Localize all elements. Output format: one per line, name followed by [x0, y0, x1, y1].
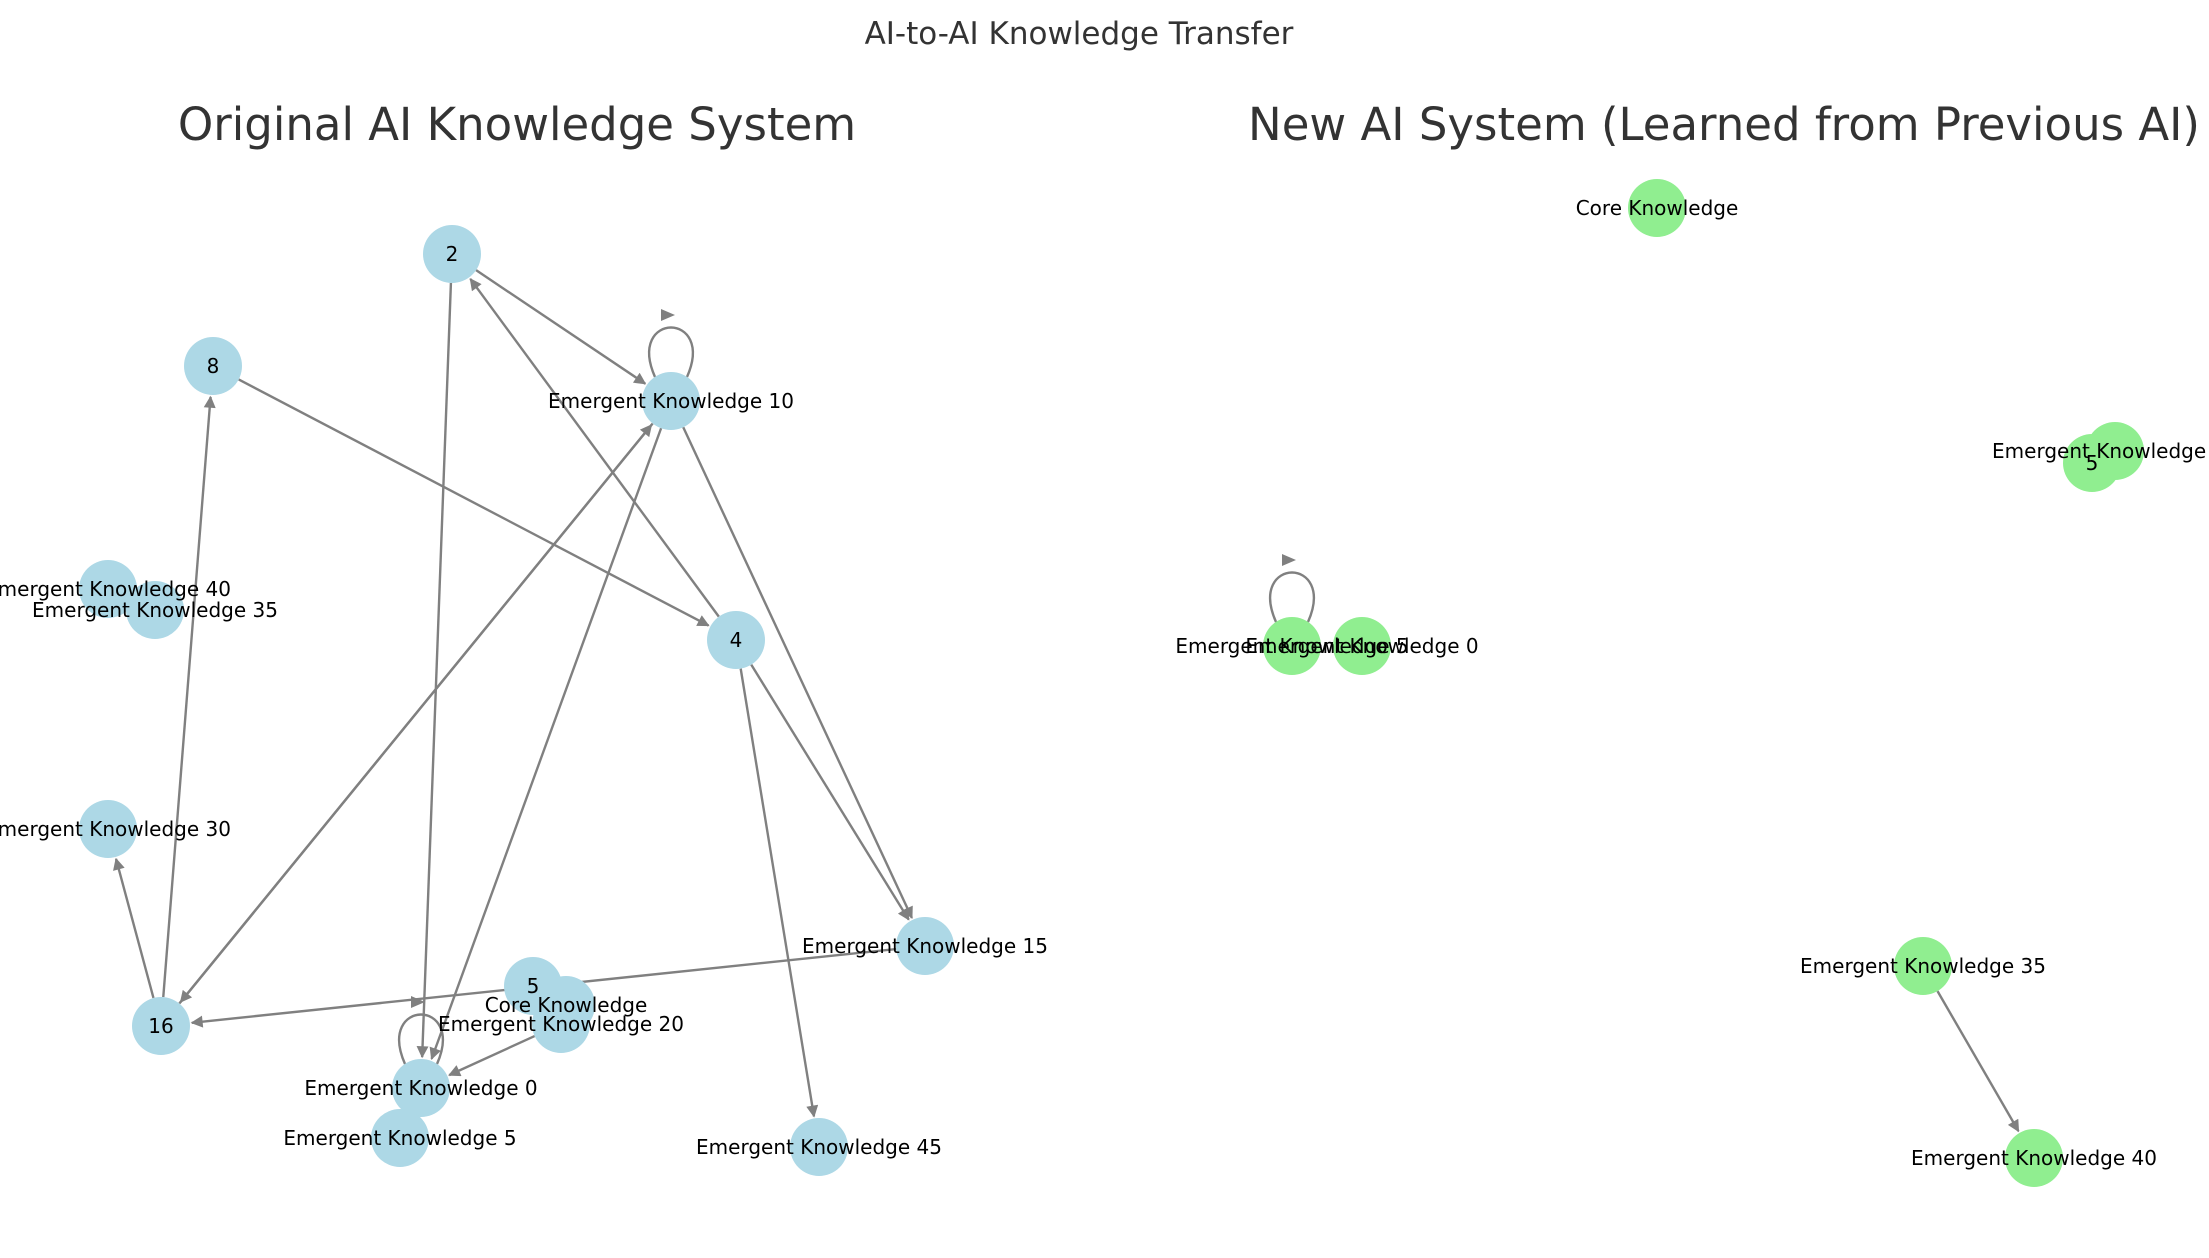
- node-label-n8: 8: [207, 354, 220, 378]
- node-label-ek40: Emergent Knowledge 40: [0, 577, 231, 601]
- edge-n16-to-n8: [162, 395, 216, 998]
- edge-ek10-to-ek0: [429, 427, 663, 1060]
- node-label-ek10: Emergent Knowledge 10: [548, 389, 794, 413]
- node-label-n2: 2: [446, 242, 459, 266]
- node-ek5: [371, 1109, 429, 1167]
- edges: [113, 269, 913, 1118]
- node-ek10: [642, 372, 700, 430]
- node-label-ek35: Emergent Knowledge 35: [1800, 954, 2046, 978]
- node-n16: [132, 997, 190, 1055]
- node-label-ek5: Emergent Knowledge 5: [283, 1126, 516, 1150]
- edge-n4-to-ek15: [750, 664, 910, 921]
- edge-ek10-to-ek10: [648, 326, 694, 378]
- node-ek40: [79, 560, 137, 618]
- edge-ek20-to-ek0: [448, 1034, 536, 1077]
- edge-n2-to-ek10: [475, 269, 647, 385]
- node-ek0: [1333, 617, 1391, 675]
- edge-ek35-to-ek40: [1936, 990, 2020, 1133]
- node-ek20: [532, 995, 590, 1053]
- figure-suptitle: AI-to-AI Knowledge Transfer: [865, 16, 1294, 52]
- node-label-n16: 16: [148, 1014, 173, 1038]
- edge-n8-to-n4: [238, 378, 710, 627]
- node-label-ek40: Emergent Knowledge 40: [1911, 1146, 2157, 1170]
- node-label-ek35: Emergent Knowledge 35: [32, 598, 278, 622]
- node-ek15: [896, 917, 954, 975]
- node-label-ek5: Emergent Knowledge 5: [1175, 634, 1408, 658]
- node-ek40: [2005, 1129, 2063, 1187]
- edge-n4-to-n2: [469, 278, 720, 618]
- node-label-n4: 4: [730, 628, 743, 652]
- self-loop-arrowhead: [661, 309, 675, 321]
- node-core: [1628, 179, 1686, 237]
- left-graph-title: Original AI Knowledge System: [178, 98, 856, 151]
- edge-n2-to-ek0: [416, 282, 453, 1059]
- edge-n16-to-ek30: [113, 857, 155, 999]
- node-label-core: Core Knowledge: [485, 993, 648, 1017]
- node-ek35: [1894, 937, 1952, 995]
- nodes: [79, 225, 954, 1176]
- node-label-ek45: Emergent Knowledge 45: [696, 1135, 942, 1159]
- nodes: [1263, 179, 2144, 1187]
- node-n5: [2063, 434, 2121, 492]
- right-graph-title: New AI System (Learned from Previous AI): [1248, 98, 2200, 151]
- edge-n4-to-ek45: [739, 668, 819, 1118]
- node-label-ek15: Emergent Knowledge 15: [1992, 439, 2209, 463]
- self-loop-arrowhead: [411, 996, 425, 1008]
- edge-n16-to-ek10: [178, 424, 653, 1005]
- node-ek0: [392, 1059, 450, 1117]
- node-ek45: [790, 1118, 848, 1176]
- edge-ek10-to-ek15: [682, 426, 913, 919]
- node-label-ek15: Emergent Knowledge 15: [802, 934, 1048, 958]
- node-label-n5: 5: [2086, 451, 2099, 475]
- node-ek35: [126, 581, 184, 639]
- node-label-core: Core Knowledge: [1576, 196, 1739, 220]
- node-label-ek20: Emergent Knowledge 20: [438, 1012, 684, 1036]
- node-label-ek30: Emergent Knowledge 30: [0, 817, 231, 841]
- edge-ek0-to-ek0: [398, 1013, 444, 1065]
- node-n4: [707, 611, 765, 669]
- node-label-ek0: Emergent Knowledge 0: [304, 1076, 537, 1100]
- node-label-n5: 5: [527, 974, 540, 998]
- node-ek30: [79, 800, 137, 858]
- self-loop-arrowhead: [1282, 554, 1296, 566]
- edges: [1269, 554, 2020, 1133]
- node-label-ek0: Emergent Knowledge 0: [1245, 634, 1478, 658]
- edge-ek5-to-ek5: [1269, 571, 1315, 623]
- node-n8: [184, 337, 242, 395]
- node-n2: [423, 225, 481, 283]
- node-ek5: [1263, 617, 1321, 675]
